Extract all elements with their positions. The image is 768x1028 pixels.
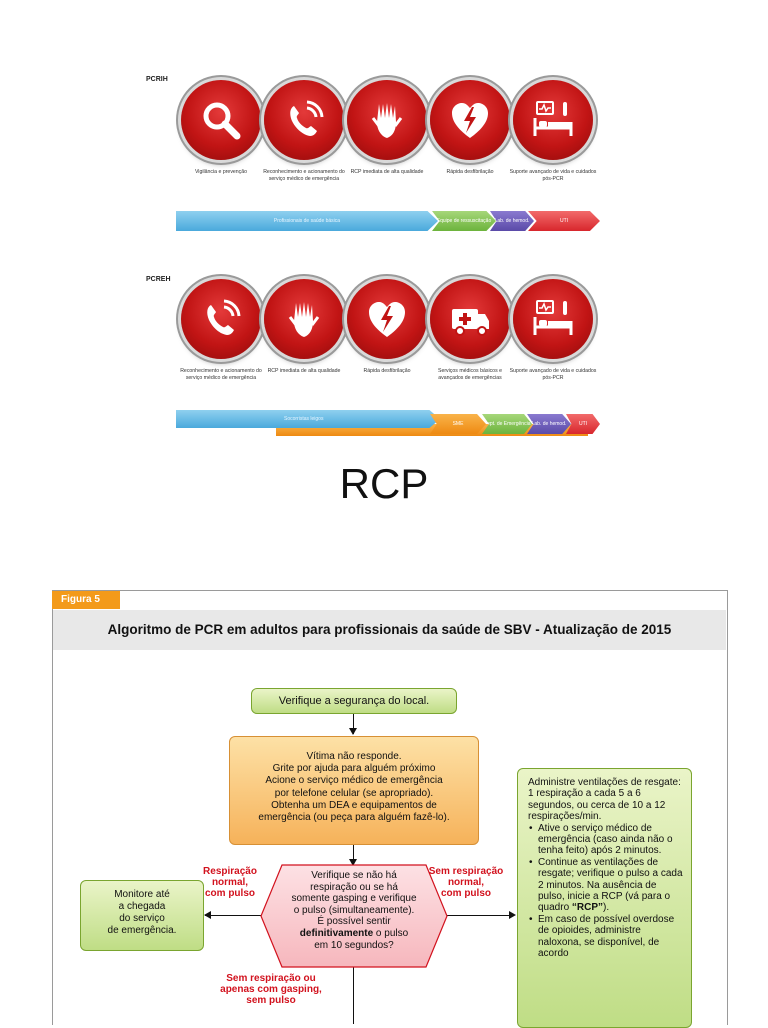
ambulance-icon (452, 309, 489, 336)
bar-segment: Equipe de ressuscitação (432, 211, 496, 231)
chain-link-caption: Serviços médicos básicos e avançados de … (437, 368, 502, 381)
chain-link-circle (347, 279, 427, 359)
chain-link-circle (181, 80, 261, 160)
rescue-item: Em caso de possível overdose de opioides… (529, 914, 683, 960)
hands-icon (371, 103, 403, 138)
figure-title: Algoritmo de PCR em adultos para profiss… (53, 610, 726, 650)
heart-bolt-icon (452, 103, 488, 138)
heart-bolt-icon (369, 302, 405, 337)
bar-segment: Profissionais de saúde básica (176, 211, 438, 231)
page-title: RCP (339, 460, 429, 507)
label-no-normal-breathing: Sem respiração normal, com pulso (428, 866, 504, 899)
label-no-pulse: Sem respiração ou apenas com gasping, se… (220, 973, 322, 1006)
rescue-list: Ative o serviço médico de emergência (ca… (528, 823, 683, 960)
magnifier-icon (203, 102, 241, 140)
chain-link-circle (264, 279, 344, 359)
chain-link-circle (181, 279, 261, 359)
decision-bold: definitivamente (299, 927, 374, 939)
chain-link-circle (430, 80, 510, 160)
bar-segment: Dept. de Emergência (482, 414, 532, 434)
bar-segment: UTI (566, 414, 600, 434)
decision-tail: o pulso em 10 segundos? (314, 927, 409, 951)
rescue-item-bold: “RCP” (571, 902, 604, 914)
connector (353, 965, 354, 1024)
chain-link-circle (513, 80, 593, 160)
chain-link-caption: Suporte avançado de vida e cuidados pós-… (509, 169, 597, 182)
rescue-item: Continue as ventilações de resgate; veri… (529, 856, 683, 914)
connector (205, 915, 262, 916)
chain-link-caption: Rápida desfibrilação (446, 169, 494, 175)
chain-link-caption: Reconhecimento e acionamento do serviço … (180, 368, 262, 381)
unresponsive-box: Vítima não responde. Grite por ajuda par… (229, 736, 479, 845)
bar-segment: Socorristas leigos (176, 410, 440, 428)
bar-segment: SME (430, 414, 486, 434)
label-normal-breathing: Respiração normal, com pulso (203, 866, 257, 899)
chain-link-circle (347, 80, 427, 160)
chain-link-circle (430, 279, 510, 359)
chain-link-circle (264, 80, 344, 160)
chain-link-caption: Reconhecimento e acionamento do serviço … (263, 169, 345, 182)
rescue-breaths-box: Administre ventilações de resgate: 1 res… (517, 768, 692, 1028)
hospital-bed-icon (533, 101, 573, 136)
pcrih-label: PCRIH (146, 76, 168, 83)
monitor-box: Monitore até a chegada do serviço de eme… (80, 880, 204, 951)
phone-icon (207, 299, 241, 335)
rescue-item: Ative o serviço médico de emergência (ca… (529, 823, 683, 857)
chain-link-caption: Rápida desfibrilação (363, 368, 411, 374)
rescue-item-text: Continue as ventilações de resgate; veri… (538, 856, 683, 914)
figure-tag: Figura 5 (52, 591, 120, 609)
chain-link-caption: RCP imediata de alta qualidade (350, 169, 424, 175)
bar-segment: Lab. de hemod. (490, 211, 534, 231)
chain-link-caption: Vigilância e prevenção (194, 169, 248, 175)
rescue-intro: Administre ventilações de resgate: 1 res… (528, 777, 681, 823)
connector (353, 714, 354, 734)
bar-segment: Lab. de hemod. (527, 414, 571, 434)
bar-segment: UTI (528, 211, 600, 231)
decision-hexagon (260, 864, 448, 968)
hands-icon (288, 302, 320, 337)
chain-link-caption: Suporte avançado de vida e cuidados pós-… (509, 368, 597, 381)
chain-link-caption: RCP imediata de alta qualidade (267, 368, 341, 374)
decision-line: Verifique se não há respiração ou se há … (291, 870, 417, 928)
connector (445, 915, 512, 916)
phone-icon (290, 100, 324, 136)
pcreh-label: PCREH (146, 276, 171, 283)
chain-link-circle (513, 279, 593, 359)
connector (353, 845, 354, 865)
decision-text: Verifique se não há respiração ou se há … (272, 870, 436, 951)
rescue-item-end: ). (603, 902, 610, 914)
start-box: Verifique a segurança do local. (251, 688, 457, 714)
hospital-bed-icon (533, 300, 573, 335)
